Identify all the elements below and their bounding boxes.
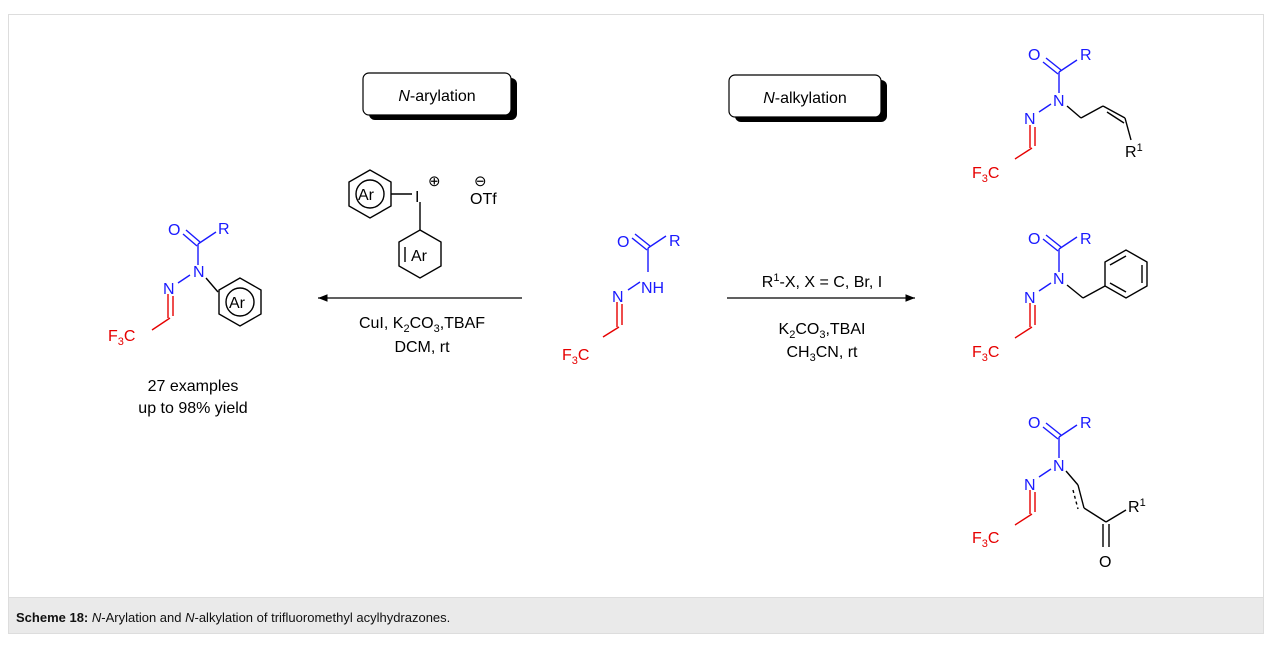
- iodine-atom: I: [415, 189, 419, 206]
- r-group: R: [1080, 47, 1092, 64]
- trifluoromethyl-group: F3C: [972, 344, 999, 364]
- caption-text: -Arylation and: [101, 610, 186, 625]
- trifluoromethyl-group: F3C: [108, 328, 135, 348]
- n-arylation-label: N-arylation: [398, 88, 475, 105]
- aryl-label: Ar: [229, 295, 246, 312]
- nitrogen-atom: N: [1053, 271, 1065, 288]
- nh-group: NH: [641, 280, 664, 297]
- oxygen-atom: O: [168, 222, 180, 239]
- n-alkylation-label: N-alkylation: [763, 90, 847, 107]
- n-alkylation-box: N-alkylation: [728, 74, 887, 122]
- alkylation-conditions-1: R1-X, X = C, Br, I: [762, 272, 882, 291]
- oxygen-atom: O: [1028, 231, 1040, 248]
- r-group: R: [669, 233, 681, 250]
- arylation-conditions-1: CuI, K2CO3,TBAF: [359, 315, 485, 335]
- alkylation-conditions-3: CH3CN, rt: [786, 344, 858, 364]
- nitrogen-atom: N: [612, 289, 624, 306]
- r1-group: R1: [1128, 497, 1146, 516]
- caption-bar: [8, 598, 1264, 634]
- plus-charge: ⊕: [428, 173, 441, 190]
- minus-charge: ⊖: [474, 173, 487, 190]
- caption-italic: N: [185, 610, 195, 625]
- oxygen-atom: O: [1028, 47, 1040, 64]
- nitrogen-atom: N: [1024, 111, 1036, 128]
- nitrogen-atom: N: [1053, 93, 1065, 110]
- n-allyl-product: [1014, 57, 1132, 160]
- n-arylation-box: N-arylation: [362, 72, 517, 120]
- nitrogen-atom: N: [1053, 458, 1065, 475]
- r-group: R: [1080, 231, 1092, 248]
- oxygen-atom: O: [1099, 554, 1111, 571]
- n-aryl-product: [151, 229, 262, 331]
- nitrogen-atom: N: [1024, 477, 1036, 494]
- n-benzyl-product: [1014, 234, 1148, 339]
- nitrogen-atom: N: [1024, 290, 1036, 307]
- caption-label: Scheme 18:: [16, 610, 89, 625]
- oxygen-atom: O: [1028, 415, 1040, 432]
- figure-caption: Scheme 18: N-Arylation and N-alkylation …: [16, 610, 450, 625]
- nitrogen-atom: N: [163, 281, 175, 298]
- examples-count: 27 examples: [148, 378, 239, 395]
- r-group: R: [218, 221, 230, 238]
- nitrogen-atom: N: [193, 264, 205, 281]
- trifluoromethyl-group: F3C: [562, 347, 589, 367]
- r1-group: R1: [1125, 142, 1143, 161]
- starting-acylhydrazone: [602, 233, 667, 338]
- aryl-label: Ar: [411, 248, 428, 265]
- triflate-label: OTf: [470, 191, 497, 208]
- alkylation-conditions-2: K2CO3,TBAI: [779, 321, 866, 341]
- scheme-frame: [8, 14, 1264, 598]
- aryl-label: Ar: [358, 187, 375, 204]
- trifluoromethyl-group: F3C: [972, 165, 999, 185]
- diaryliodonium-reagent: [348, 169, 442, 279]
- oxygen-atom: O: [617, 234, 629, 251]
- caption-italic: N: [91, 610, 102, 625]
- yield-summary: up to 98% yield: [138, 400, 247, 417]
- caption-text: -alkylation of trifluoromethyl acylhydra…: [194, 610, 451, 625]
- arylation-conditions-2: DCM, rt: [394, 339, 450, 356]
- trifluoromethyl-group: F3C: [972, 530, 999, 550]
- r-group: R: [1080, 415, 1092, 432]
- n-enone-product: [1014, 422, 1127, 547]
